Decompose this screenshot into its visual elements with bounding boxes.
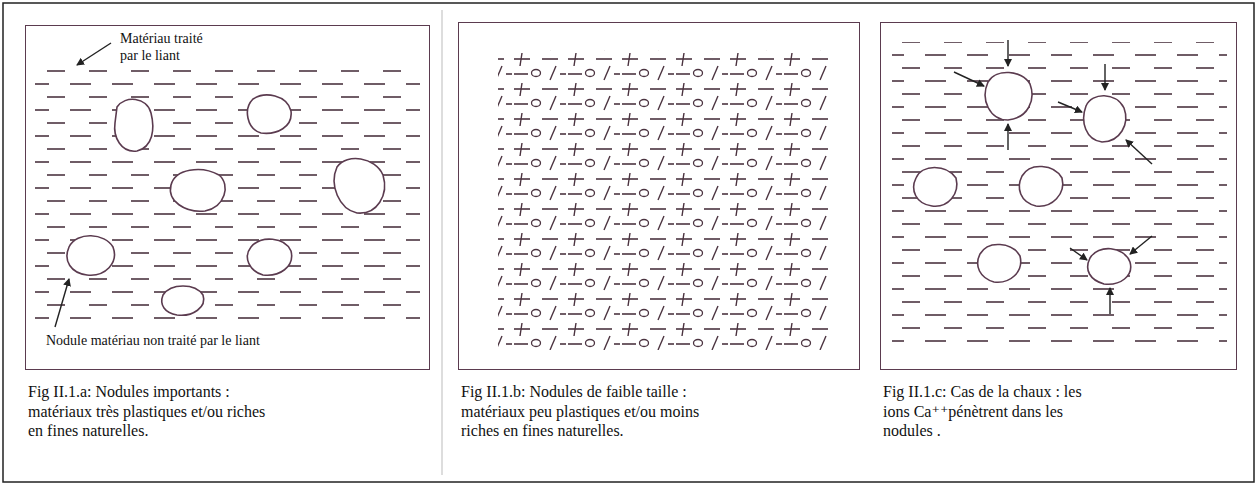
separator	[442, 10, 443, 475]
figure-caption: Fig II.1.b: Nodules de faible taille : m…	[461, 382, 731, 441]
nodule-label: Nodule matériau non traité par le liant	[44, 332, 280, 349]
panel-box: Fig II.1.c: Cas de la chaux : les ions C…	[880, 22, 1237, 370]
panel-b-art	[498, 50, 828, 350]
material-label: Matériau traité par le liant	[118, 30, 226, 64]
figure-caption: Fig II.1.c: Cas de la chaux : les ions C…	[883, 382, 1103, 441]
panel-c-art	[892, 40, 1227, 352]
panel-a-art	[35, 43, 420, 327]
outer-frame	[3, 3, 1254, 482]
panel-box: Matériau traité par le liantNodule matér…	[25, 25, 430, 370]
figure-caption: Fig II.1.a: Nodules importants : matéria…	[28, 382, 278, 441]
panel-box: Fig II.1.b: Nodules de faible taille : m…	[458, 22, 860, 370]
